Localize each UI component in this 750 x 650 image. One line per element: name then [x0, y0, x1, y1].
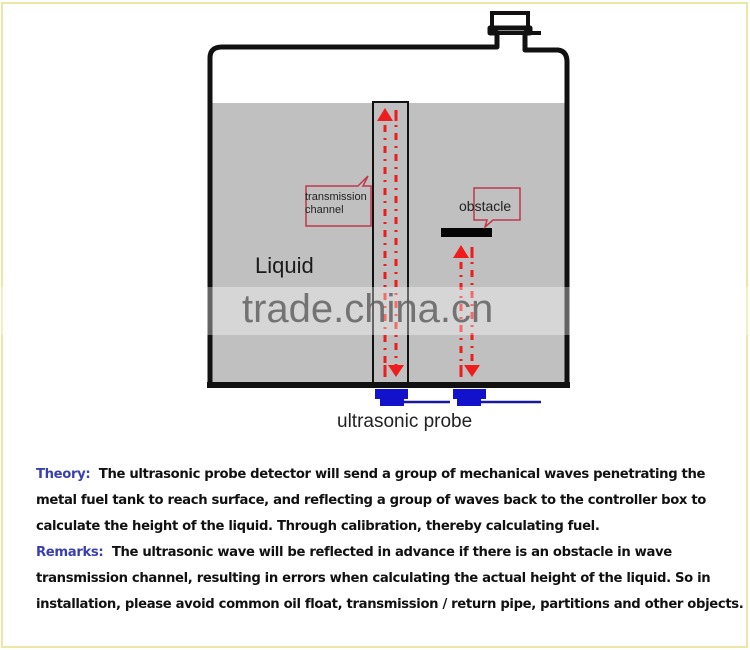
liquid-label: Liquid: [255, 253, 314, 278]
obstacle-callout: [473, 187, 521, 230]
liquid-fill: [210, 103, 568, 383]
theory-body: The ultrasonic probe detector will send …: [36, 467, 706, 534]
theory-label: Theory:: [36, 467, 91, 482]
obstacle-bar: [441, 228, 492, 237]
fuel-tank-diagram: trade.china.cn Liquid transmission chann…: [0, 11, 750, 432]
ultrasonic-probe-label: ultrasonic probe: [337, 411, 473, 432]
remarks-paragraph: Remarks: The ultrasonic wave will be ref…: [36, 540, 746, 618]
wave-arrows-channel-icon: [377, 108, 404, 377]
transmission-channel-label: transmission channel: [305, 191, 367, 216]
tank-illustration: [207, 11, 570, 406]
remarks-label: Remarks:: [36, 545, 104, 560]
theory-paragraph: Theory: The ultrasonic probe detector wi…: [36, 462, 746, 540]
watermark-text: trade.china.cn: [242, 287, 494, 331]
transmission-channel-tube: [372, 101, 409, 384]
transmission-channel-callout: [305, 175, 372, 227]
description-text: Theory: The ultrasonic probe detector wi…: [36, 462, 746, 618]
watermark-band: [0, 287, 750, 335]
ultrasonic-probe-icon: [375, 389, 486, 406]
wave-arrows-obstacle-icon: [453, 245, 480, 377]
remarks-body: The ultrasonic wave will be reflected in…: [36, 545, 744, 612]
obstacle-label: obstacle: [459, 198, 512, 214]
